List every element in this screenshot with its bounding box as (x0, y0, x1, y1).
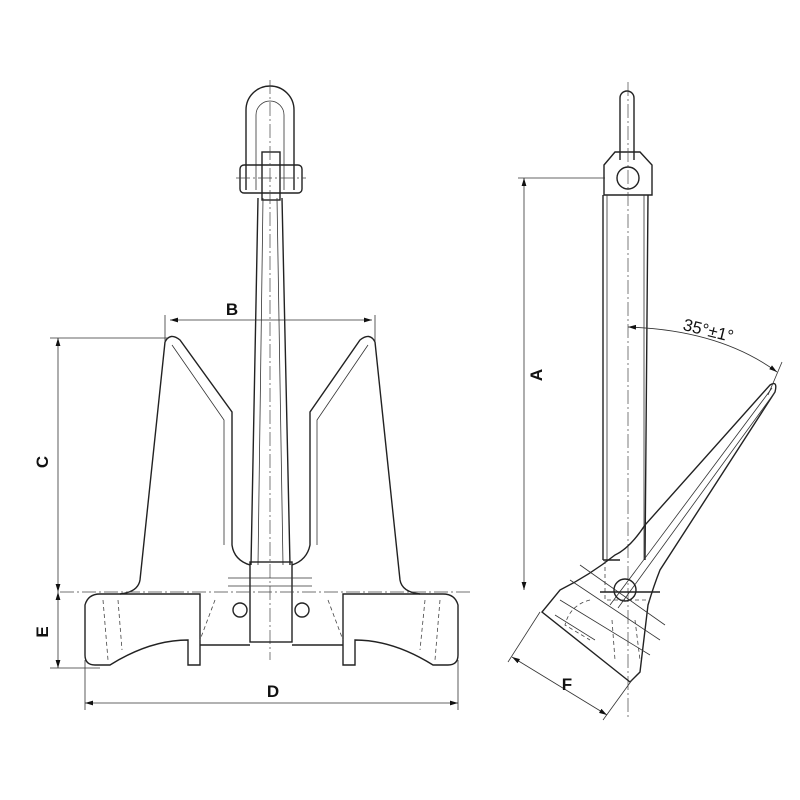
dimensions: B C E D A F 35°±1° (33, 177, 783, 721)
fluke-left (119, 335, 251, 595)
shank (250, 197, 291, 566)
side-view (541, 82, 777, 720)
dim-label-c: C (33, 456, 52, 468)
front-view (60, 80, 470, 666)
base (84, 593, 201, 666)
fluke-right (291, 335, 421, 595)
crown (249, 561, 293, 643)
dim-label-e: E (33, 626, 52, 637)
side-shank (602, 194, 649, 561)
dim-label-d: D (267, 682, 279, 701)
dim-label-a: A (527, 369, 546, 381)
angle-label: 35°±1° (681, 315, 735, 346)
side-fluke (541, 382, 777, 683)
dim-label-f: F (562, 675, 572, 694)
dim-label-b: B (226, 300, 238, 319)
side-shackle-eye (603, 151, 653, 196)
